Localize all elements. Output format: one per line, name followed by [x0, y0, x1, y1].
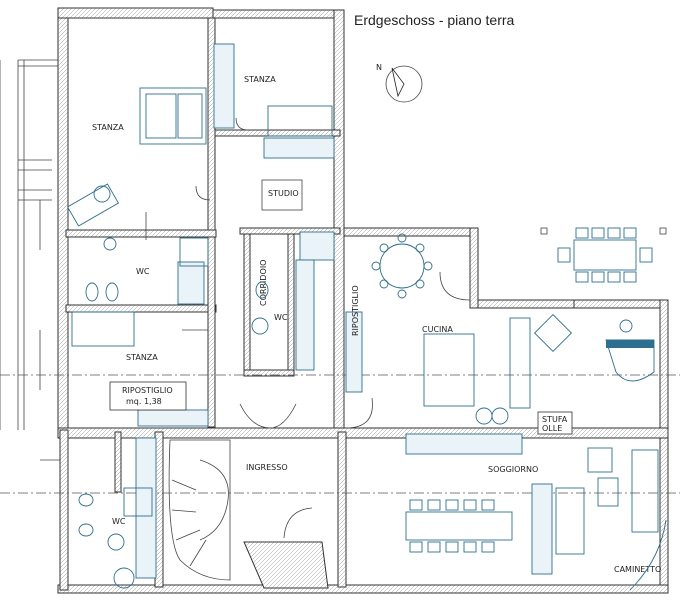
- room-area-ripostiglio: mq. 1,38: [126, 397, 162, 406]
- room-label-stanza-middle: STANZA: [126, 353, 158, 362]
- interior-walls: [65, 17, 347, 588]
- armchair: [587, 447, 613, 473]
- round-dining-table: [371, 233, 433, 299]
- studio-desk: [261, 179, 303, 211]
- sofa: [631, 449, 659, 533]
- pillar: [659, 227, 667, 235]
- stool: [491, 407, 509, 425]
- stufa-label-line2: OLLE: [542, 424, 562, 433]
- armchair: [533, 313, 573, 353]
- room-label-corridoio: CORRIDOIO: [259, 260, 268, 306]
- room-label-stanza-top-center: STANZA: [244, 75, 276, 84]
- piano: [605, 339, 655, 382]
- room-label-caminetto: CAMINETTO: [614, 565, 661, 574]
- plan-title: Erdgeschoss - piano terra: [354, 12, 515, 28]
- stufa-box: [537, 411, 573, 435]
- dining-table: [405, 499, 513, 553]
- stufa-label-line1: STUFA: [542, 415, 568, 424]
- room-label-cucina: CUCINA: [422, 325, 453, 334]
- sofa: [555, 487, 585, 555]
- entrance-porch: [243, 541, 329, 589]
- bed-top-center: [267, 105, 333, 137]
- staircase: [168, 439, 231, 581]
- kitchen-counter: [509, 317, 531, 409]
- fireplace: [629, 519, 667, 591]
- pillar: [540, 227, 548, 235]
- north-arrow-icon: N: [376, 63, 423, 103]
- room-label-wc-bottom: WC: [112, 517, 126, 526]
- lamp: [619, 319, 633, 333]
- bed-middle: [71, 311, 135, 347]
- left-terrace: [0, 59, 60, 430]
- outer-walls: [57, 7, 669, 594]
- kitchen-island: [423, 333, 475, 407]
- room-label-ingresso: INGRESSO: [246, 463, 288, 472]
- ripostiglio-box: [109, 381, 187, 411]
- outdoor-dining-table: [557, 227, 653, 283]
- room-label-studio: STUDIO: [268, 189, 299, 198]
- room-label-wc-left: WC: [136, 267, 150, 276]
- coffee-table: [597, 477, 619, 507]
- wardrobes: [135, 43, 553, 579]
- room-label-soggiorno: SOGGIORNO: [488, 465, 538, 474]
- desk-chair: [66, 183, 120, 227]
- room-label-ripostiglio-center: RIPOSTIGLIO: [351, 285, 360, 336]
- stool: [475, 407, 493, 425]
- room-label-stanza-top-left: STANZA: [92, 123, 124, 132]
- bathroom-fixtures: [78, 237, 269, 589]
- room-label-ripostiglio: RIPOSTIGLIO: [122, 386, 173, 395]
- room-label-wc-center: WC: [274, 313, 288, 322]
- north-label: N: [376, 63, 382, 72]
- bed-top-left: [139, 87, 207, 145]
- door-swings: [40, 117, 471, 539]
